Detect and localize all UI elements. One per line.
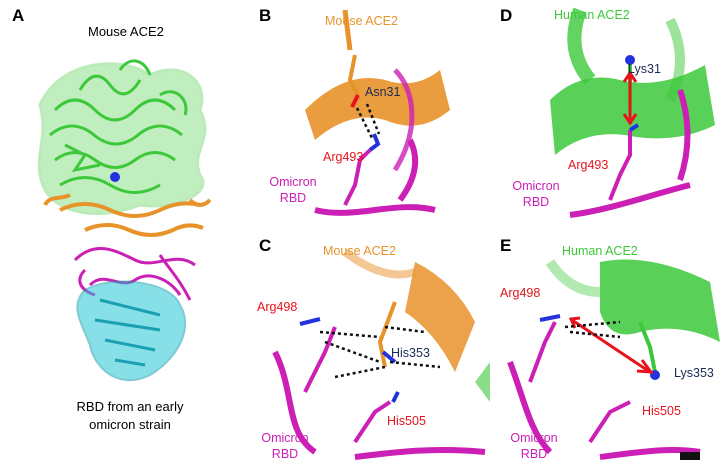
ace2-orange-helix [43, 193, 212, 237]
panel-d: D Human ACE2 Lys31 Arg493 Omicron RBD [490, 0, 727, 230]
panel-b-rbd-label-line1: Omicron [269, 175, 317, 189]
mouse-ace2-helix [305, 70, 450, 140]
panel-b-ace2-residue: Asn31 [365, 85, 401, 99]
panel-e-rbd-residue-1: Arg498 [500, 286, 541, 300]
panel-d-letter: D [500, 6, 513, 25]
panel-a-title: Mouse ACE2 [88, 24, 164, 39]
panel-e-ace2-residue: Lys353 [674, 366, 714, 380]
panel-e-rbd-label-line1: Omicron [510, 431, 558, 445]
arg498-sidechain [299, 317, 337, 393]
panel-e-rbd-residue-2: His505 [642, 404, 681, 418]
his505-sidechain-e [588, 400, 631, 444]
arg493-sidechain-d [608, 123, 640, 201]
arg498-sidechain-e [528, 314, 561, 383]
lys353-sidechain-e [638, 321, 660, 380]
distance-arrow [571, 318, 651, 374]
panel-d-ace2-residue: Lys31 [628, 62, 661, 76]
panel-c-ace2-residue: His353 [391, 346, 430, 360]
human-ace2-helix-e [600, 259, 720, 342]
his353-sidechain [377, 301, 397, 368]
panel-b-structure [305, 9, 450, 216]
panel-c-ace2-label: Mouse ACE2 [323, 244, 396, 258]
panel-e-ace2-label: Human ACE2 [562, 244, 638, 258]
his505-sidechain [353, 391, 400, 444]
panel-b-rbd-label: Omicron RBD [253, 174, 333, 206]
panel-c-rbd-residue-1: Arg498 [257, 300, 298, 314]
panel-a: A Mouse ACE2 RBD from an early omicron s… [0, 0, 245, 466]
panel-c-structure [272, 248, 490, 460]
ligand-sphere [110, 172, 120, 182]
panel-b-rbd-residue: Arg493 [323, 150, 364, 164]
panel-e-rbd-label: Omicron RBD [494, 430, 574, 462]
panel-e-structure [507, 259, 720, 460]
panel-e-letter: E [500, 236, 512, 255]
strand-end [680, 452, 700, 460]
panel-d-rbd-label-line2: RBD [522, 195, 550, 209]
panel-d-rbd-label-line1: Omicron [512, 179, 560, 193]
panel-b-ace2-label: Mouse ACE2 [325, 14, 398, 28]
ace2-green-domain [37, 59, 207, 215]
panel-c-rbd-label: Omicron RBD [245, 430, 325, 462]
rbd-ribbon-c [272, 350, 486, 460]
panel-a-caption-line1: RBD from an early [76, 399, 184, 414]
panel-b-letter: B [259, 6, 272, 25]
panel-c: C Mouse ACE2 Arg498 His353 His505 Omicro… [245, 232, 490, 466]
arg493-sidechain [343, 133, 381, 206]
asn31-sidechain [347, 54, 360, 108]
mouse-ace2-helix-c [405, 262, 475, 372]
panel-c-rbd-label-line2: RBD [271, 447, 299, 461]
panel-d-structure [550, 7, 715, 218]
panel-d-rbd-label: Omicron RBD [496, 178, 576, 210]
panel-c-rbd-residue-2: His505 [387, 414, 426, 428]
panel-c-letter: C [259, 236, 272, 255]
panel-a-caption: RBD from an early omicron strain [70, 398, 190, 434]
panel-d-ace2-label: Human ACE2 [554, 8, 630, 22]
panel-c-rbd-label-line1: Omicron [261, 431, 309, 445]
panel-a-structure [37, 59, 212, 382]
hbond-lines-c [319, 325, 441, 379]
panel-d-rbd-residue: Arg493 [568, 158, 609, 172]
rbd-ribbon-e [507, 360, 701, 460]
hbond-lines-e [564, 320, 621, 339]
panel-e: E Human ACE2 Arg498 Lys353 His505 Omicro… [490, 232, 727, 466]
rbd-magenta-loops [73, 246, 196, 301]
panel-e-rbd-label-line2: RBD [520, 447, 548, 461]
panel-b-rbd-label-line2: RBD [279, 191, 307, 205]
panel-a-caption-line2: omicron strain [89, 417, 171, 432]
rbd-ribbon [314, 138, 436, 216]
panel-a-letter: A [12, 6, 25, 25]
hbond-lines [355, 103, 381, 139]
rbd-cyan-core [76, 280, 187, 382]
rbd-ribbon-d [569, 89, 691, 218]
panel-b: B Mouse ACE2 Asn31 Arg493 Omicron RBD [245, 0, 460, 230]
